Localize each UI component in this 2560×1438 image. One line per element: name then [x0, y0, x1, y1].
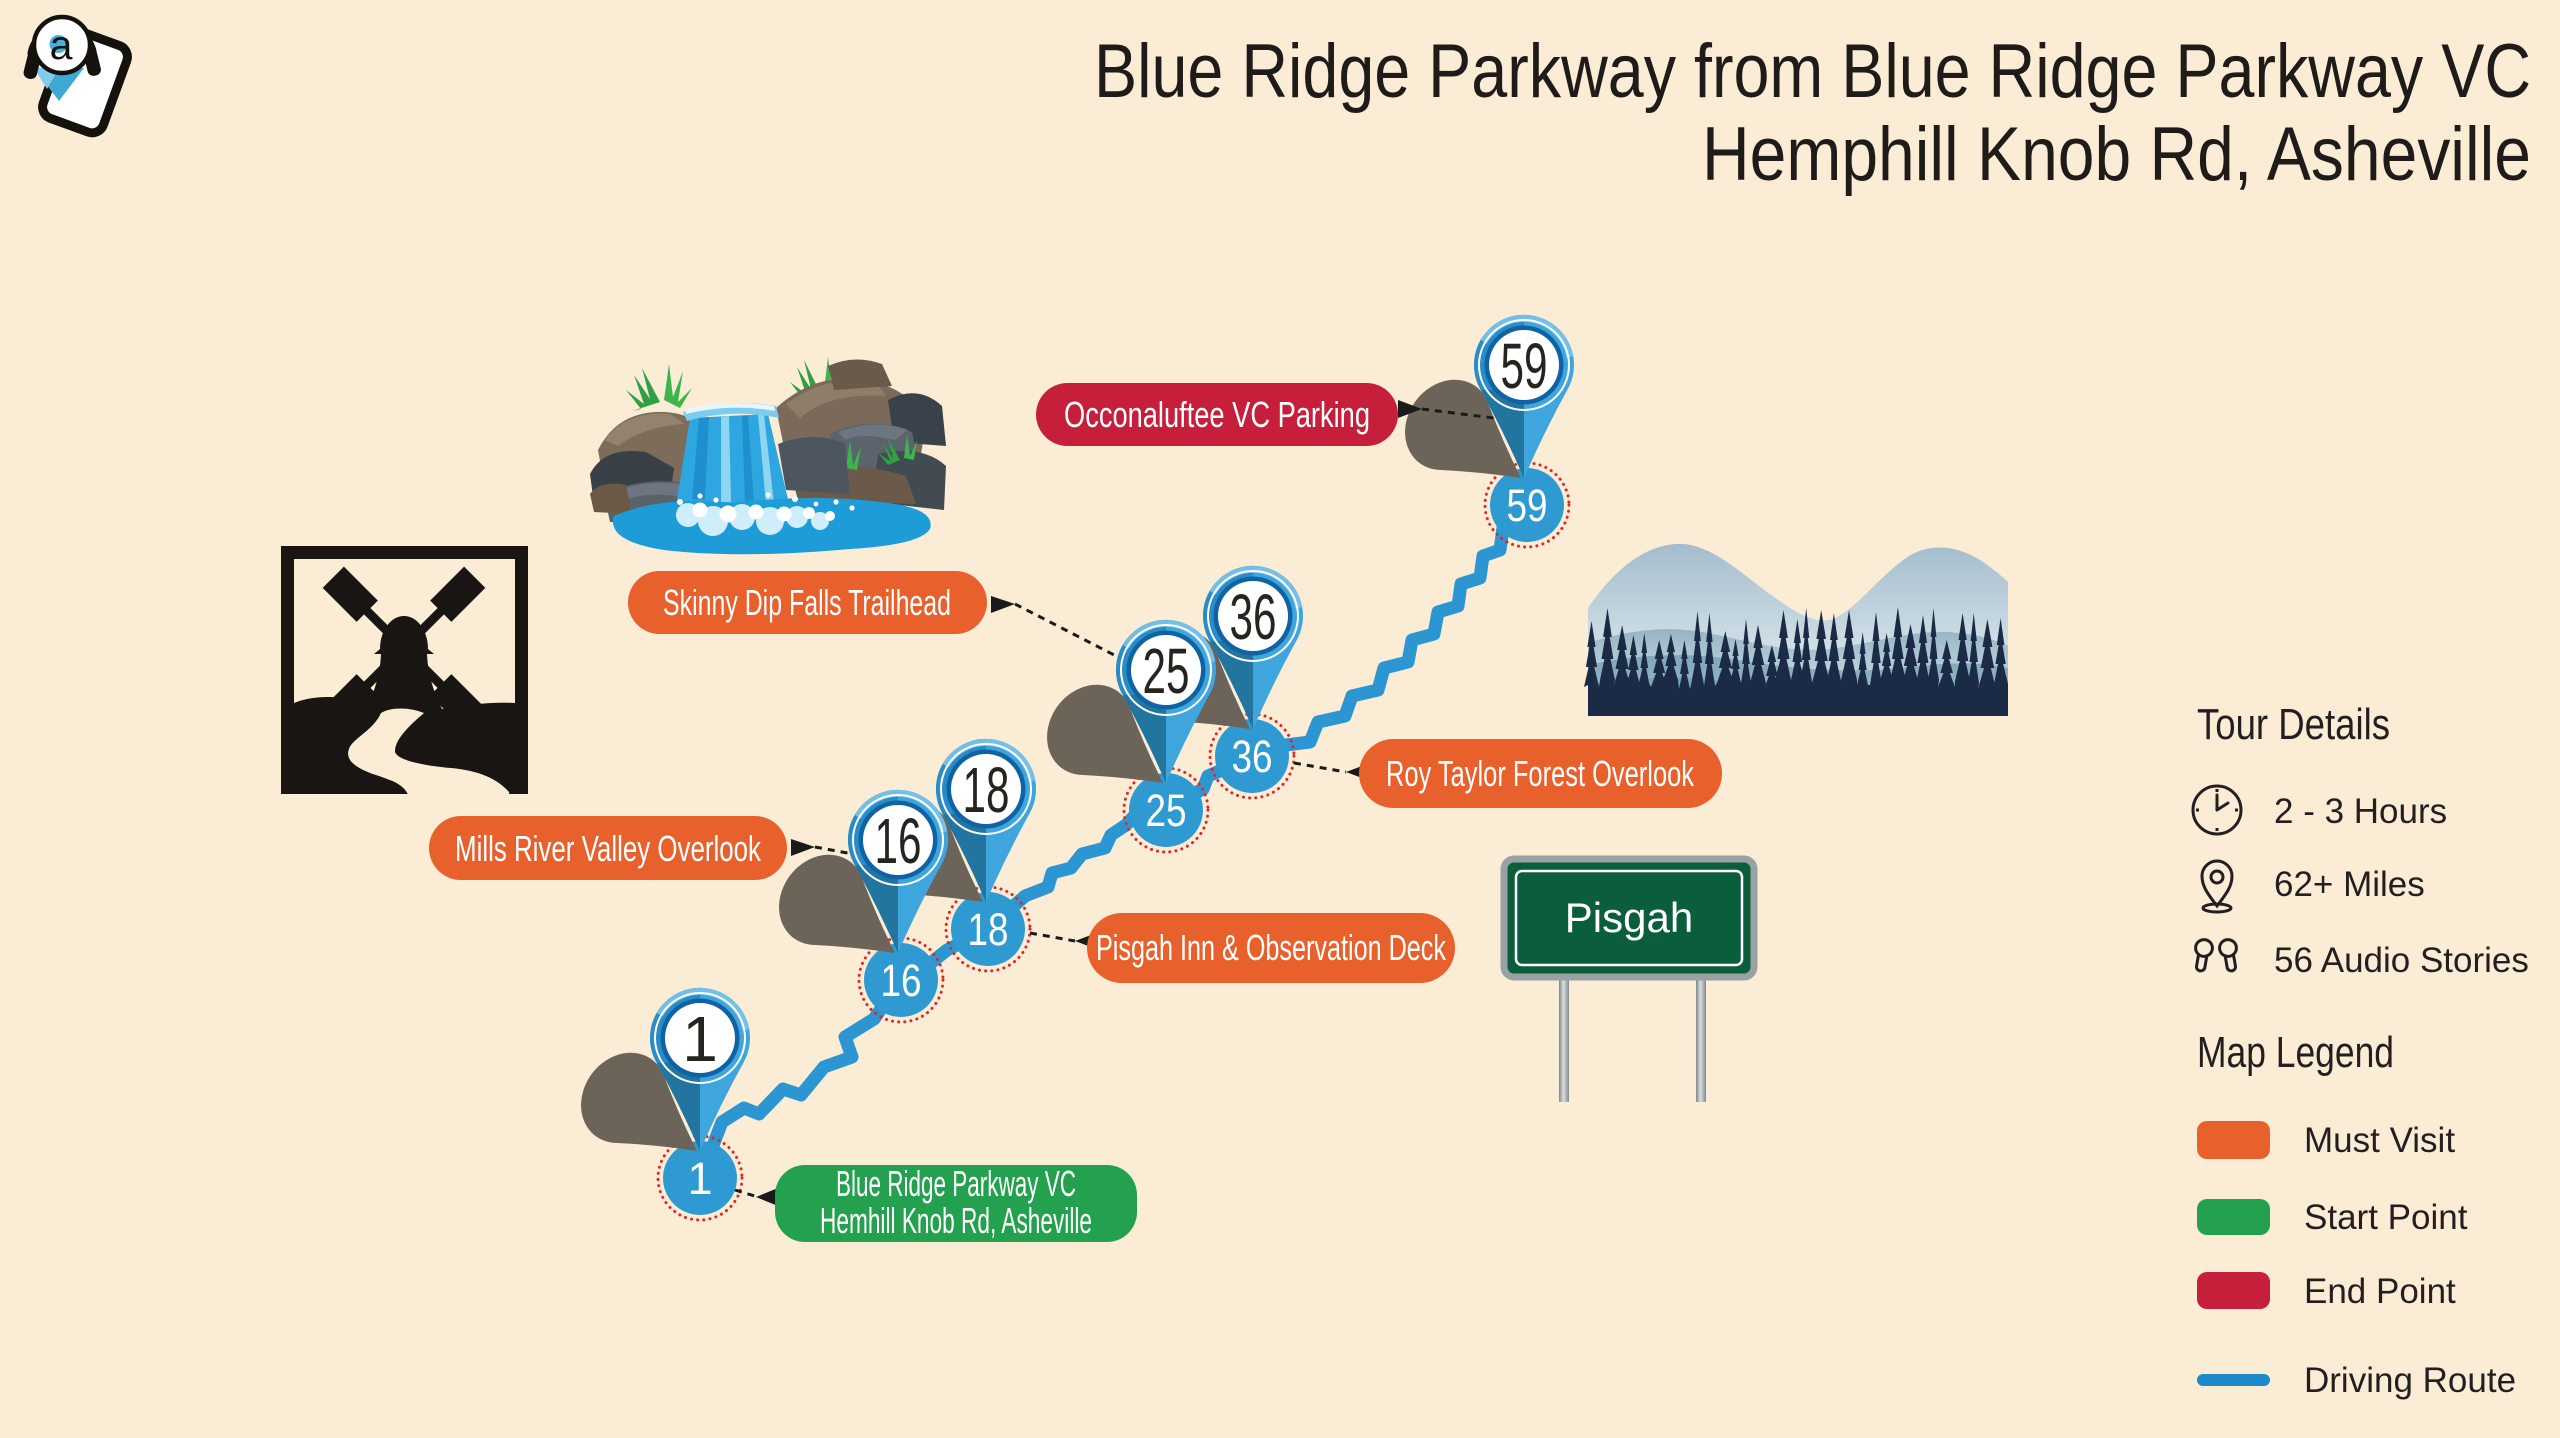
svg-text:25: 25 [1146, 785, 1187, 836]
svg-text:59: 59 [1501, 330, 1548, 402]
svg-text:a: a [50, 22, 73, 68]
svg-text:Hemhill Knob Rd, Asheville: Hemhill Knob Rd, Asheville [820, 1200, 1092, 1241]
svg-text:18: 18 [968, 904, 1009, 955]
svg-text:Pisgah: Pisgah [1565, 894, 1693, 941]
svg-text:Start Point: Start Point [2304, 1198, 2468, 1237]
svg-text:Map Legend: Map Legend [2197, 1028, 2394, 1077]
svg-text:Skinny Dip Falls Trailhead: Skinny Dip Falls Trailhead [663, 582, 951, 623]
svg-text:Mills River Valley Overlook: Mills River Valley Overlook [455, 828, 762, 869]
svg-text:Must Visit: Must Visit [2304, 1121, 2455, 1160]
svg-text:56 Audio Stories: 56 Audio Stories [2274, 941, 2529, 980]
svg-text:Occonaluftee VC Parking: Occonaluftee VC Parking [1064, 394, 1370, 435]
svg-text:59: 59 [1507, 480, 1548, 531]
svg-text:16: 16 [875, 805, 922, 877]
svg-text:Roy Taylor Forest Overlook: Roy Taylor Forest Overlook [1386, 753, 1695, 794]
svg-text:Blue Ridge Parkway VC: Blue Ridge Parkway VC [836, 1163, 1076, 1204]
svg-text:1: 1 [687, 1153, 712, 1204]
svg-text:16: 16 [881, 955, 922, 1006]
svg-text:Tour Details: Tour Details [2197, 700, 2390, 749]
svg-text:End Point: End Point [2304, 1272, 2456, 1311]
svg-text:Blue Ridge Parkway from Blue R: Blue Ridge Parkway from Blue Ridge Parkw… [1094, 29, 2531, 114]
svg-text:Driving Route: Driving Route [2304, 1361, 2516, 1400]
svg-text:2 - 3 Hours: 2 - 3 Hours [2274, 792, 2447, 831]
svg-text:36: 36 [1232, 731, 1273, 782]
svg-text:Pisgah Inn & Observation Deck: Pisgah Inn & Observation Deck [1096, 927, 1447, 968]
svg-text:18: 18 [963, 754, 1010, 826]
svg-text:1: 1 [682, 1003, 718, 1075]
svg-text:25: 25 [1143, 635, 1190, 707]
svg-text:62+ Miles: 62+ Miles [2274, 865, 2425, 904]
svg-text:36: 36 [1230, 581, 1277, 653]
svg-text:Hemphill Knob Rd, Asheville: Hemphill Knob Rd, Asheville [1702, 112, 2531, 197]
